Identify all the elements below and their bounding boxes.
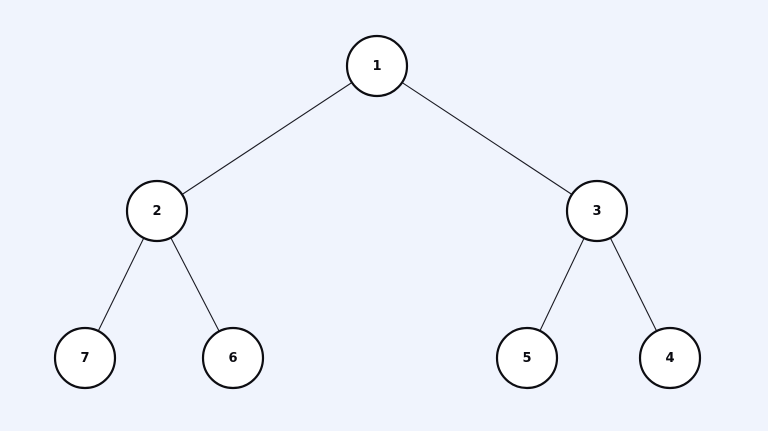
node-label-3: 3: [592, 204, 601, 219]
tree-node-6[interactable]: 6: [201, 326, 265, 390]
node-circle-5[interactable]: [495, 326, 559, 390]
node-label-7: 7: [80, 351, 89, 366]
node-layer: 1 2 3 7 6 5 4: [53, 34, 702, 390]
node-label-2: 2: [152, 204, 161, 219]
tree-node-2[interactable]: 2: [125, 179, 189, 243]
node-circle-4[interactable]: [638, 326, 702, 390]
tree-node-1[interactable]: 1: [345, 34, 409, 98]
node-circle-6[interactable]: [201, 326, 265, 390]
node-circle-2[interactable]: [125, 179, 189, 243]
tree-node-3[interactable]: 3: [565, 179, 629, 243]
tree-node-4[interactable]: 4: [638, 326, 702, 390]
tree-edge-n1-n2: [156, 65, 378, 212]
node-label-6: 6: [228, 351, 237, 366]
tree-node-7[interactable]: 7: [53, 326, 117, 390]
node-label-5: 5: [522, 351, 531, 366]
node-circle-3[interactable]: [565, 179, 629, 243]
node-circle-1[interactable]: [345, 34, 409, 98]
node-label-1: 1: [372, 59, 381, 74]
tree-edge-n1-n3: [376, 65, 598, 212]
node-circle-7[interactable]: [53, 326, 117, 390]
node-label-4: 4: [665, 351, 674, 366]
tree-node-5[interactable]: 5: [495, 326, 559, 390]
